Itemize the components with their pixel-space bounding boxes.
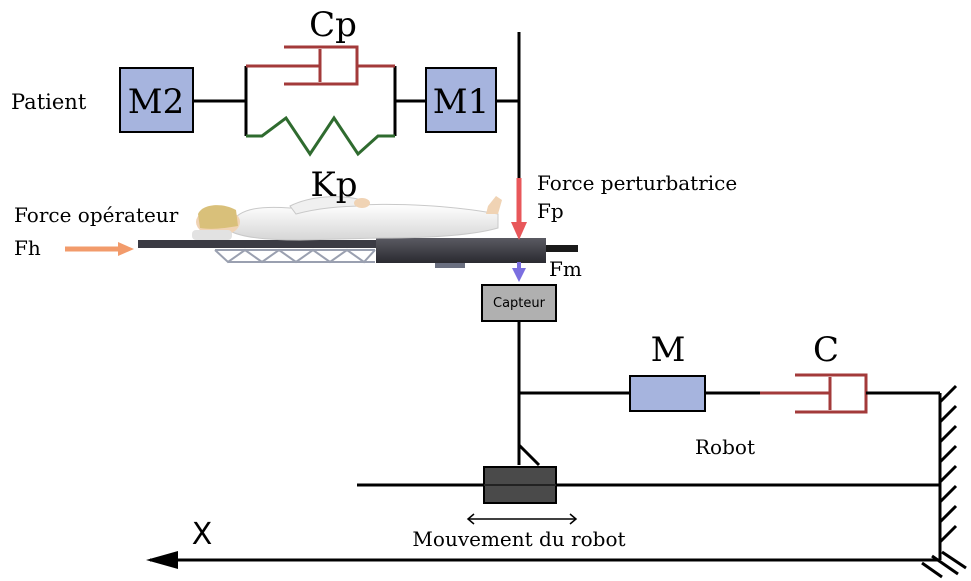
mass-m [629,375,706,412]
label-force-perturbatrice: Force perturbatrice [537,171,737,195]
label-m: M [651,330,686,370]
table-rail-end [546,245,578,252]
label-robot: Robot [695,435,755,459]
damper-c [760,373,868,414]
label-mouvement: Mouvement du robot [412,527,625,551]
label-c: C [813,330,839,370]
table-foot-detail [435,263,465,268]
ground-wall [921,384,967,579]
fm-arrow [512,262,526,282]
table-truss [214,248,376,264]
spring-kp [246,115,395,157]
label-patient: Patient [11,90,87,114]
label-capteur: Capteur [493,296,546,311]
table-top [138,240,378,248]
patient-model [119,32,521,178]
patient-body [231,203,499,241]
table-carriage [376,238,546,263]
force-perturbatrice-arrow [511,178,527,240]
damper-cp [246,45,395,86]
robot-diagonal-joint [517,443,541,467]
force-operateur-arrow [65,242,134,256]
patient-table-illustration [138,196,578,268]
label-cp: Cp [309,5,357,45]
lying-patient [192,196,502,241]
patient-pillow [192,230,232,240]
mouvement-double-arrow [466,513,578,525]
patient-hand [354,198,370,208]
label-fh: Fh [14,236,41,260]
label-x-axis: X [192,517,213,552]
patient-feet [486,196,502,214]
robot-model [519,373,940,414]
label-fp: Fp [537,199,564,223]
x-axis-arrowhead [146,551,178,569]
label-fm: Fm [549,257,582,281]
label-kp: Kp [310,165,357,205]
mass-m2 [119,67,194,133]
capteur-box [481,284,557,322]
label-m1: M1 [433,82,489,122]
patient-hair [198,205,238,229]
label-m2: M2 [128,82,184,122]
label-force-operateur: Force opérateur [14,203,179,227]
mass-m1 [425,67,497,133]
